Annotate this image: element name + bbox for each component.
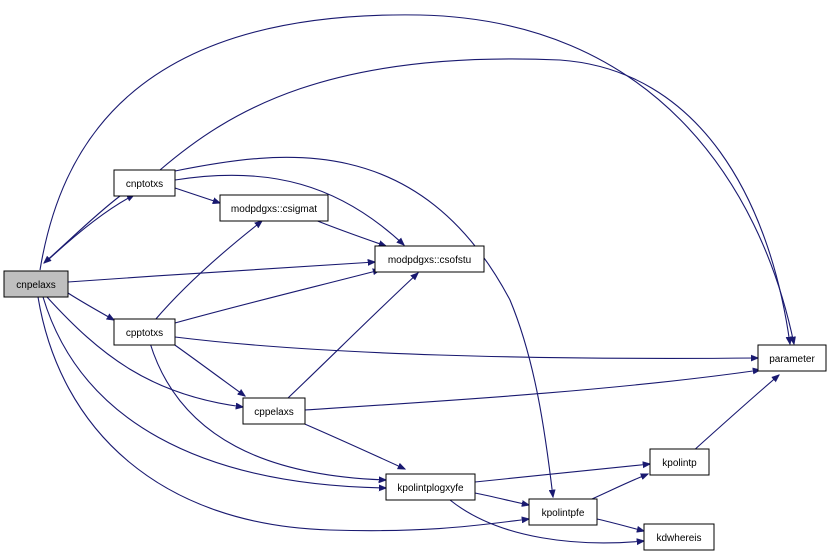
edge-cnptotxs-to-csigmat [174, 187, 220, 203]
node-kpolintp-label: kpolintp [662, 458, 697, 469]
node-parameter-label: parameter [769, 354, 815, 365]
node-parameter-box [757, 344, 827, 372]
node-cnptotxs-label: cnptotxs [126, 179, 163, 190]
node-kpolintp-box [649, 448, 710, 476]
node-kpolintplogxyfe-label: kpolintplogxyfe [397, 483, 464, 494]
edge-kpolintpfe-to-kpolintp [591, 473, 648, 500]
edge-kpolintplogxyfe-to-kdwhereis [449, 499, 644, 543]
edge-cnptotxs-to-csofstu [174, 174, 404, 245]
node-cpptotxs[interactable]: cpptotxs [113, 318, 176, 346]
node-kdwhereis[interactable]: kdwhereis [643, 523, 715, 551]
edge-cpptotxs-to-csofstu [174, 270, 380, 324]
node-csigmat[interactable]: modpdgxs::csigmat [219, 194, 329, 222]
edge-cpptotxs-to-parameter [174, 336, 758, 358]
nodes: cnpelaxs cnptotxs modpdgxs::csigmat modp… [3, 169, 827, 551]
node-kpolintpfe-box [528, 498, 598, 526]
node-kpolintpfe[interactable]: kpolintpfe [528, 498, 598, 526]
node-kdwhereis-label: kdwhereis [656, 533, 701, 544]
edge-cnpelaxs-to-kpolintpfe [37, 296, 529, 532]
edge-kpolintplogxyfe-to-kpolintp [474, 464, 650, 483]
node-cnpelaxs[interactable]: cnpelaxs [3, 270, 69, 298]
node-cnptotxs[interactable]: cnptotxs [113, 169, 176, 197]
node-parameter[interactable]: parameter [757, 344, 827, 372]
edge-cnpelaxs-to-kpolintplogxyfe [42, 296, 386, 488]
node-kpolintpfe-label: kpolintpfe [542, 508, 585, 519]
edge-kpolintplogxyfe-to-kpolintpfe [474, 492, 529, 505]
node-csofstu-label: modpdgxs::csofstu [388, 255, 471, 266]
edge-cppelaxs-to-kpolintplogxyfe [299, 421, 405, 469]
edge-cpptotxs-to-kpolintplogxyfe [149, 342, 386, 480]
node-cppelaxs-label: cppelaxs [254, 407, 293, 418]
node-cpptotxs-box [113, 318, 176, 346]
node-csofstu-box [374, 245, 485, 273]
edge-cnpelaxs-to-csofstu [67, 262, 375, 283]
node-kpolintp[interactable]: kpolintp [649, 448, 710, 476]
edge-cppelaxs-to-csofstu [287, 273, 418, 399]
edge-kpolintpfe-to-kdwhereis [596, 518, 644, 531]
edge-cnpelaxs-to-parameter [39, 14, 794, 344]
node-cppelaxs-box [242, 397, 306, 425]
node-cpptotxs-label: cpptotxs [126, 328, 163, 339]
edge-cppelaxs-to-parameter [304, 370, 760, 411]
node-csigmat-label: modpdgxs::csigmat [231, 204, 317, 215]
node-kpolintplogxyfe[interactable]: kpolintplogxyfe [385, 473, 476, 501]
edge-cnptotxs-to-parameter [159, 58, 790, 344]
node-cppelaxs[interactable]: cppelaxs [242, 397, 306, 425]
node-csigmat-box [219, 194, 329, 222]
edge-cnpelaxs-to-cpptotxs [67, 292, 114, 320]
node-kdwhereis-box [643, 523, 715, 551]
edge-cnpelaxs-to-cnptotxs [47, 195, 134, 261]
edge-cnptotxs-to-cnpelaxs [44, 195, 121, 263]
node-csofstu[interactable]: modpdgxs::csofstu [374, 245, 485, 273]
edges [37, 14, 794, 543]
node-cnptotxs-box [113, 169, 176, 197]
node-cnpelaxs-label: cnpelaxs [16, 280, 55, 291]
node-cnpelaxs-box [3, 270, 69, 298]
edge-cnpelaxs-to-cppelaxs [46, 296, 243, 407]
edge-kpolintp-to-parameter [691, 375, 779, 453]
node-kpolintplogxyfe-box [385, 473, 476, 501]
edge-cpptotxs-to-csigmat [154, 221, 262, 321]
edge-csigmat-to-csofstu [314, 219, 386, 246]
edge-cpptotxs-to-cppelaxs [171, 342, 245, 396]
